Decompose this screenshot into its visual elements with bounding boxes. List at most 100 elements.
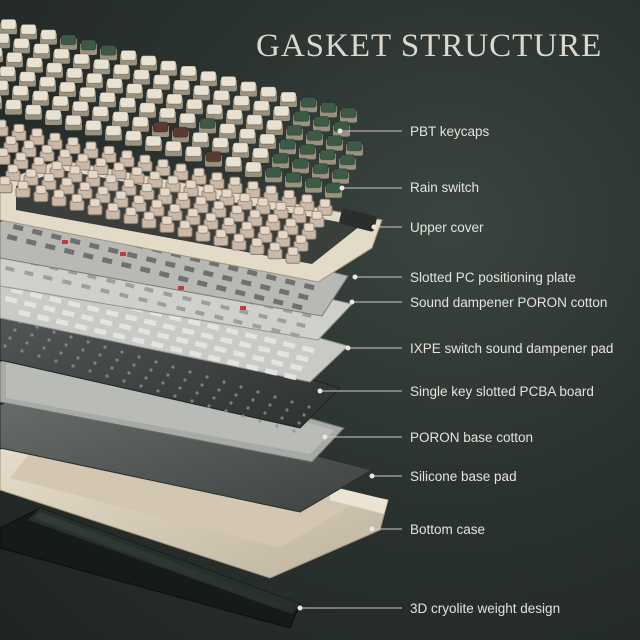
keycap: [0, 94, 2, 105]
keycap: [125, 130, 142, 142]
poron-cutout: [5, 266, 15, 273]
keycap: [126, 83, 143, 95]
switch-stem: [77, 153, 89, 163]
switch-stem: [97, 186, 109, 196]
switch-stem: [113, 162, 125, 172]
plate-slot: [291, 303, 303, 311]
poron-cutout: [43, 274, 53, 281]
switch-stem: [13, 123, 25, 133]
keycap: [165, 140, 182, 152]
pcb-pad: [246, 406, 250, 410]
plate-slot: [246, 269, 258, 277]
switch-stem: [247, 181, 259, 191]
keycap: [253, 100, 270, 112]
switch-stem: [85, 141, 97, 151]
keycap: [106, 77, 123, 89]
ixpe-cell: [4, 296, 18, 304]
keycap: [159, 107, 176, 119]
leader-dot: [352, 274, 358, 280]
pcb-pad: [292, 429, 296, 433]
ixpe-cell: [276, 350, 290, 358]
keycap: [92, 105, 109, 117]
keycap: [153, 74, 170, 86]
switch-stem: [211, 172, 223, 182]
keycap: [186, 98, 203, 110]
pcb-pad: [64, 343, 68, 347]
ixpe-cell: [200, 332, 214, 340]
switch-stem: [49, 132, 61, 142]
plate-slot: [259, 283, 271, 292]
callout-bottom-case: Bottom case: [410, 522, 486, 537]
pcb-pad: [52, 330, 56, 334]
switch-stem: [123, 178, 135, 188]
switch-stem: [43, 173, 55, 183]
switch-stem: [133, 195, 145, 205]
keycap: [25, 104, 42, 116]
poron-cutout: [182, 295, 192, 302]
pcb-pad: [161, 381, 165, 385]
keycap: [66, 67, 83, 79]
keycap: [93, 58, 110, 70]
pcb-pad: [280, 416, 284, 420]
ixpe-cell: [207, 354, 221, 363]
leader-dot: [322, 434, 328, 440]
keycap: [139, 102, 156, 114]
keycap: [339, 154, 356, 166]
ixpe-cell: [289, 363, 303, 372]
plate-slot: [265, 273, 277, 282]
cryolite-weight-layer: [0, 507, 301, 629]
keycap: [239, 128, 256, 140]
ixpe-cell: [67, 300, 81, 309]
poron-cutout: [100, 288, 110, 295]
ixpe-cell: [150, 340, 164, 349]
pcb-pad: [54, 359, 58, 363]
switch-led: [120, 252, 126, 256]
ixpe-cell: [99, 318, 113, 327]
keycap: [286, 124, 303, 136]
plate-slot: [196, 280, 208, 288]
switch-stem: [251, 237, 263, 247]
keycap: [0, 79, 9, 91]
ixpe-cell: [55, 318, 69, 327]
keycap: [332, 168, 349, 180]
keycap: [185, 145, 202, 157]
ixpe-cell: [131, 336, 145, 345]
pcb-pad: [59, 351, 63, 355]
pcb-pad: [190, 399, 194, 403]
switch-stem: [283, 189, 295, 199]
poron-cutout: [302, 312, 312, 319]
plate-slot: [88, 242, 100, 250]
callout-pbt-keycaps: PBT keycaps: [410, 124, 490, 139]
callout-cryolite-weight: 3D cryolite weight design: [410, 601, 561, 616]
ixpe-cell: [10, 286, 24, 295]
plate-slot: [63, 247, 75, 256]
switch-stem: [7, 164, 19, 174]
plate-slot: [69, 237, 81, 246]
plate-slot: [240, 279, 252, 287]
poron-cutout: [239, 308, 249, 315]
ixpe-cell: [213, 345, 227, 354]
keycap: [212, 137, 229, 149]
poron-cutout: [119, 292, 129, 299]
switch-stem: [167, 175, 179, 185]
keycap: [292, 157, 309, 169]
pcb-pad: [302, 413, 306, 417]
poron-cutout: [163, 291, 173, 298]
poron-cutout: [195, 310, 205, 317]
keycap: [132, 116, 149, 128]
switch-stem: [301, 194, 313, 204]
pcb-pad: [217, 388, 221, 392]
leader-dot: [369, 526, 375, 532]
pcb-pad: [173, 394, 177, 398]
ixpe-cell: [42, 305, 56, 313]
plate-slot: [126, 251, 138, 259]
pcb-pad: [30, 333, 34, 337]
switch-led: [240, 306, 246, 310]
switch-stem: [125, 207, 137, 217]
keycap: [226, 109, 243, 121]
ixpe-cell: [206, 323, 220, 331]
switch-stem: [139, 154, 151, 164]
ixpe-cell: [112, 332, 126, 340]
keycap: [193, 84, 210, 96]
keycap: [39, 76, 56, 88]
